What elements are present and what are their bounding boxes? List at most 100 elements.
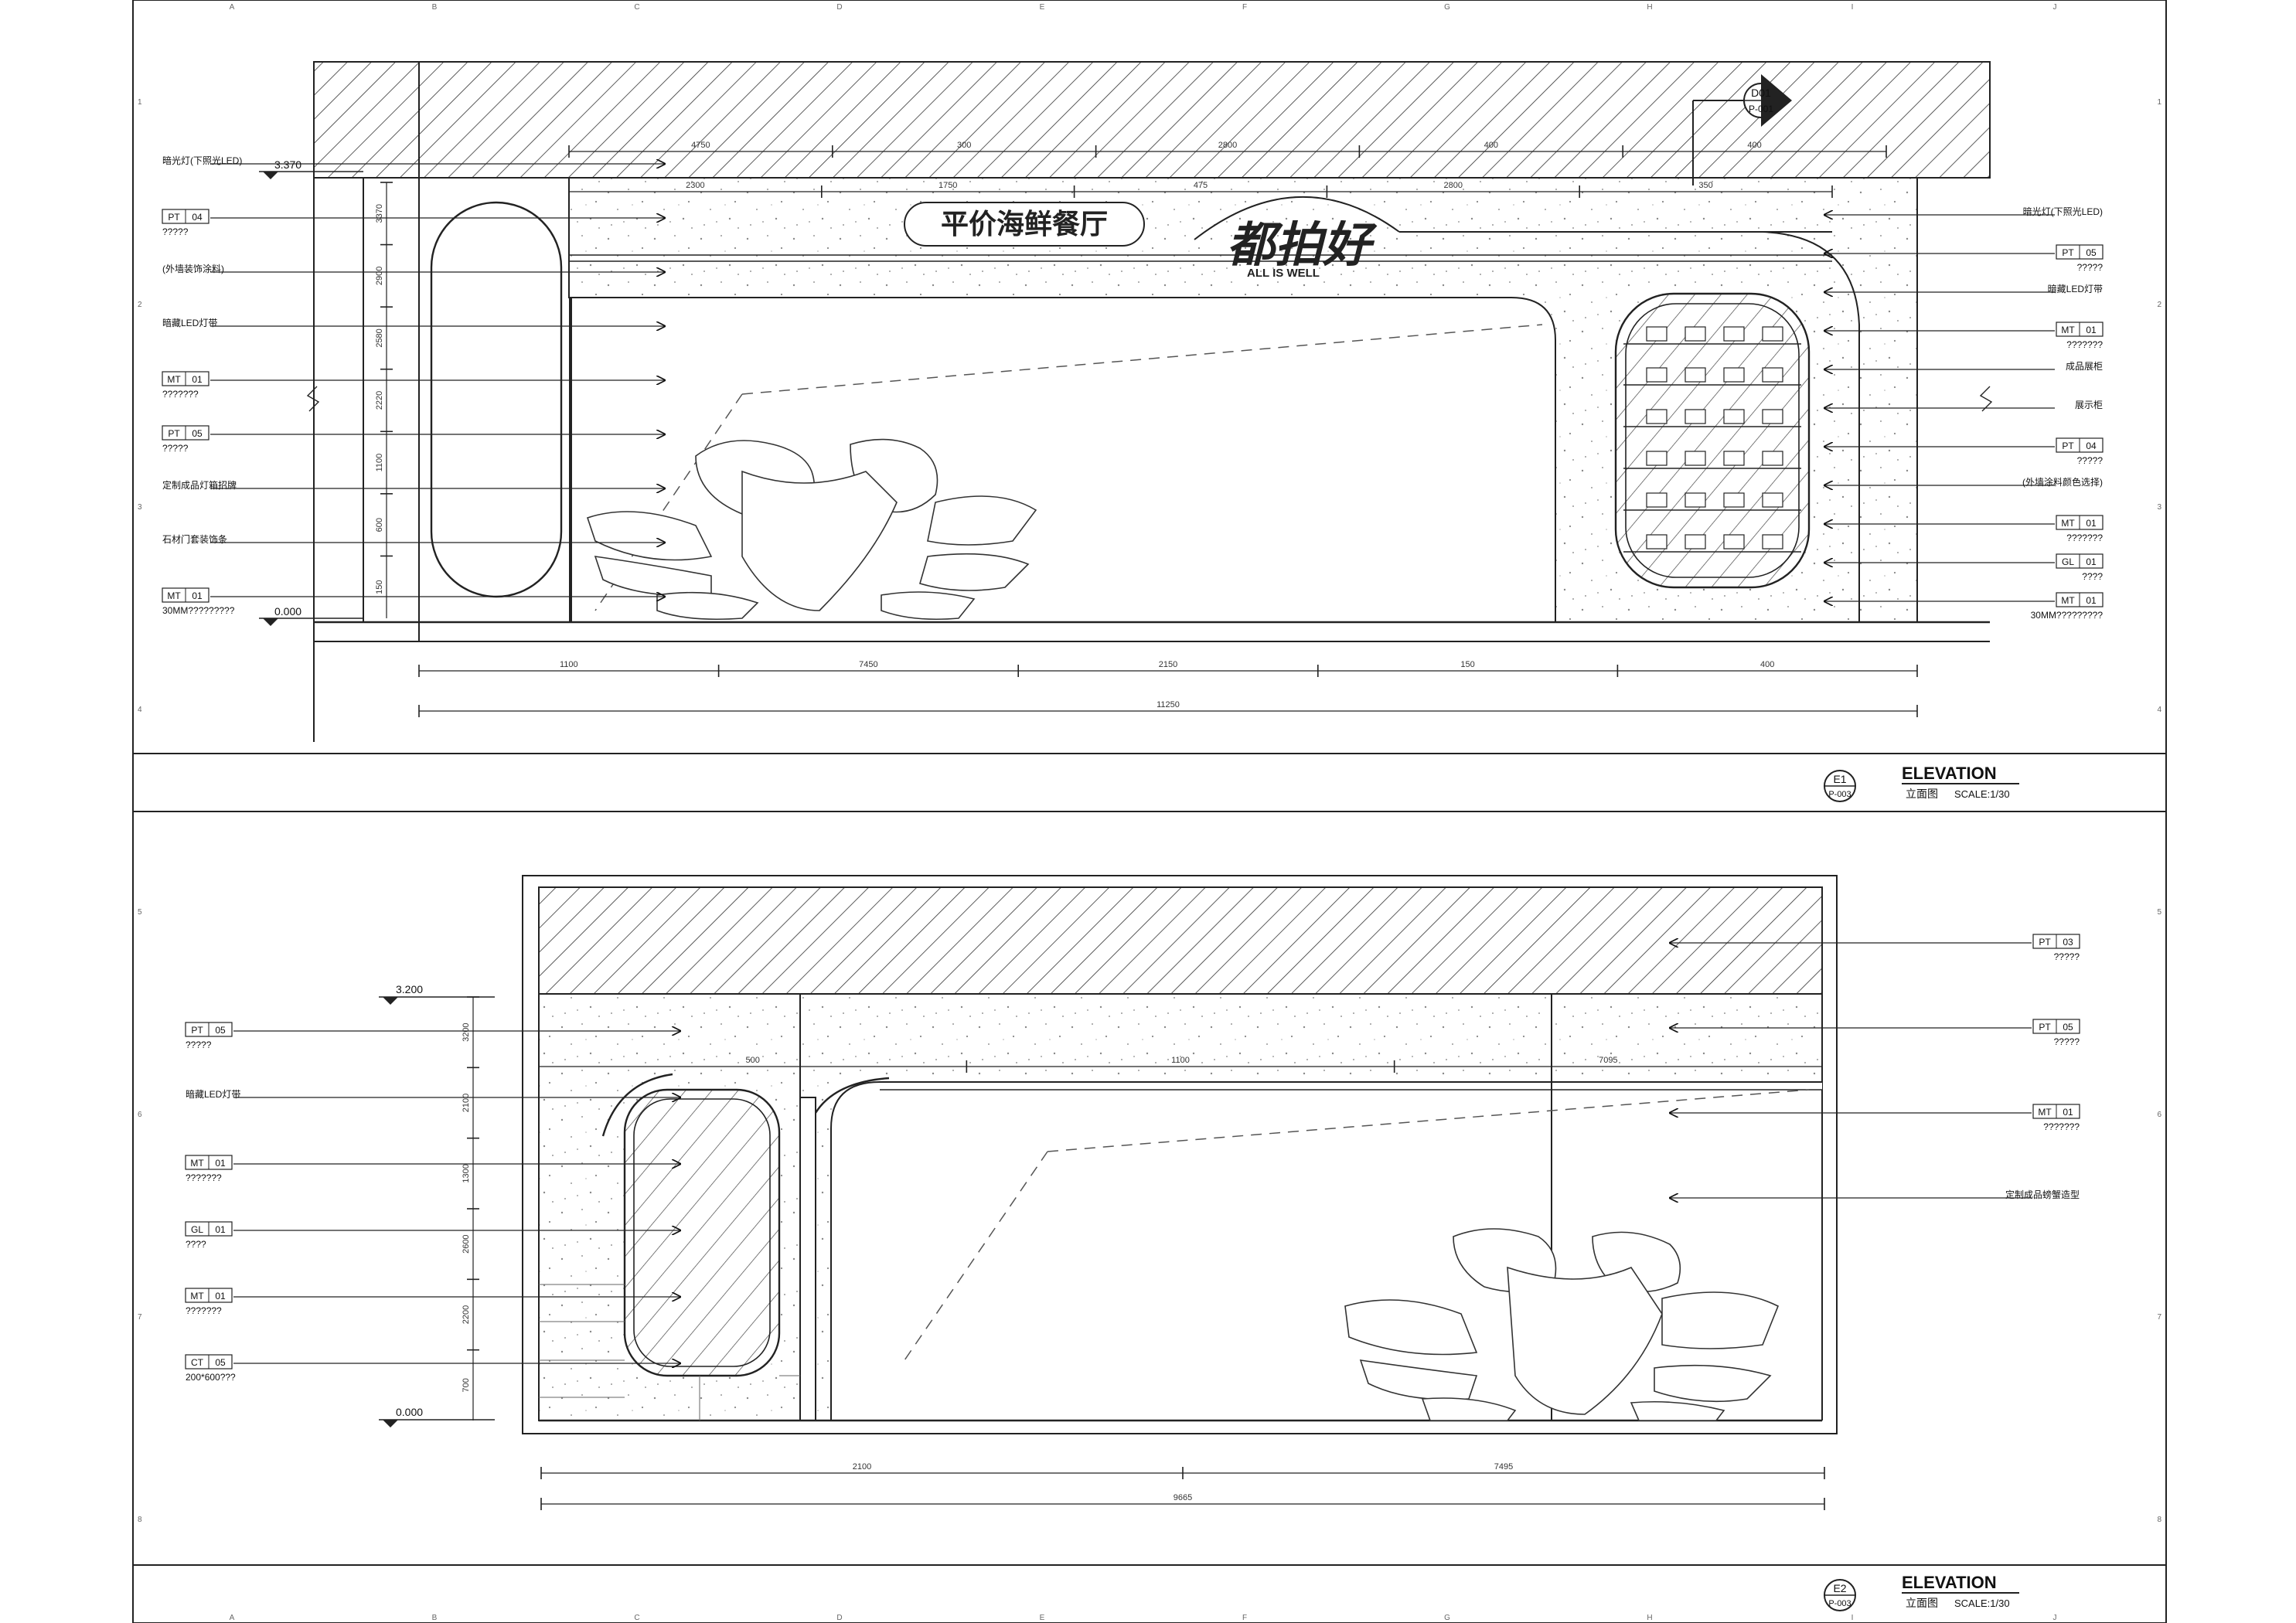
- grid-col-label: G: [1444, 3, 1450, 12]
- shelf-item: [1646, 534, 1667, 550]
- dimension-label: 2220: [375, 391, 384, 410]
- material-callout: 定制成品灯箱招牌: [162, 479, 665, 491]
- dimension-label: 1750: [938, 181, 957, 190]
- shelf-item: [1646, 492, 1667, 508]
- callout-note: ????: [186, 1239, 206, 1250]
- callout-note: 暗藏LED灯带: [186, 1088, 240, 1100]
- dimension-label: 2100: [853, 1462, 871, 1472]
- dimension-chain: 2100 7495: [540, 1462, 1825, 1479]
- callout-code: 01: [2086, 518, 2097, 529]
- callout-code: GL: [2062, 556, 2074, 567]
- callout-note: ???????: [2043, 1121, 2080, 1132]
- crab-sculpture-2: [1344, 1228, 1780, 1421]
- callout-code: 01: [2063, 1107, 2073, 1118]
- sheet-frame: [132, 0, 2167, 1623]
- callout-note: ?????: [2054, 951, 2080, 962]
- shelf-item: [1762, 451, 1783, 466]
- callout-code: MT: [167, 590, 181, 601]
- svg-text:3.200: 3.200: [396, 983, 423, 995]
- dimension-label: 2800: [1444, 181, 1463, 190]
- callout-code: PT: [2039, 937, 2051, 948]
- shelf-item: [1646, 409, 1667, 424]
- callout-note: 石材门套装饰条: [162, 533, 227, 545]
- shelf-item: [1646, 367, 1667, 383]
- restaurant-sign-text: 平价海鲜餐厅: [941, 208, 1108, 240]
- callout-note: (外墙装饰涂料): [162, 263, 224, 274]
- shelf-item: [1685, 492, 1706, 508]
- callout-note: ?????: [186, 1039, 212, 1050]
- grid-row-label: 8: [138, 1516, 142, 1524]
- callout-note: ???????: [186, 1305, 222, 1316]
- shelf-item: [1723, 367, 1745, 383]
- material-callout: 石材门套装饰条: [162, 533, 665, 545]
- grid-row-label: 6: [2157, 1111, 2161, 1119]
- grid-col-label: F: [1242, 3, 1247, 12]
- level-mark-bottom: 0.000: [259, 605, 363, 626]
- shelf-item: [1762, 409, 1783, 424]
- svg-text:P-003: P-003: [1828, 790, 1851, 799]
- e1-title: ELEVATION: [1902, 764, 1997, 783]
- dimension-label: 2300: [686, 181, 704, 190]
- dimension-chain: 9665: [540, 1493, 1825, 1510]
- callout-code: 01: [215, 1158, 226, 1169]
- callout-code: 05: [192, 428, 203, 439]
- dimension-label: 700: [462, 1378, 471, 1392]
- shelf-item: [1685, 409, 1706, 424]
- grid-row-label: 6: [138, 1111, 142, 1119]
- shelf-item: [1723, 534, 1745, 550]
- callout-note: ?????: [162, 443, 189, 454]
- grid-row-label: 7: [2157, 1313, 2161, 1322]
- dimension-label: 3370: [375, 204, 384, 223]
- grid-col-label: B: [432, 3, 438, 12]
- callout-code: 01: [2086, 595, 2097, 606]
- restaurant-sign-board: [904, 202, 1145, 247]
- callout-note: ???????: [186, 1172, 222, 1183]
- callout-note: 暗光灯(下照光LED): [162, 155, 242, 166]
- callout-code: MT: [2061, 595, 2075, 606]
- svg-text:D01: D01: [1751, 87, 1771, 99]
- callout-note: ???????: [162, 389, 199, 400]
- grid-col-label: F: [1242, 1614, 1247, 1622]
- grid-col-label: I: [1851, 1614, 1854, 1622]
- dimension-label: 7450: [859, 660, 877, 669]
- shelf-item: [1723, 326, 1745, 342]
- callout-code: GL: [191, 1224, 203, 1235]
- ceiling-slab-hatch-2: [538, 886, 1823, 995]
- dimension-label: 2150: [1159, 660, 1177, 669]
- dimension-label: 400: [1747, 141, 1761, 150]
- callout-note: 暗光灯(下照光LED): [2023, 206, 2103, 217]
- callout-code: MT: [190, 1158, 204, 1169]
- material-callout: 成品展柜: [1824, 361, 2103, 372]
- dimension-label: 2800: [1218, 141, 1237, 150]
- callout-code: 01: [192, 374, 203, 385]
- shelf-item: [1723, 492, 1745, 508]
- e2-level-top: 3.200: [379, 983, 495, 1005]
- dimension-label: 3200: [462, 1022, 471, 1041]
- callout-note: 成品展柜: [2066, 361, 2103, 372]
- callout-note: 定制成品灯箱招牌: [162, 479, 237, 491]
- dimension-label: 475: [1194, 181, 1208, 190]
- material-callout: 定制成品螃蟹造型: [1670, 1189, 2080, 1200]
- dimension-chain: 11250: [418, 700, 1918, 717]
- callout-note: ?????: [162, 226, 189, 237]
- dimension-label: 300: [957, 141, 971, 150]
- dimension-label: 7495: [1494, 1462, 1513, 1472]
- e1-scale: SCALE:1/30: [1954, 788, 2010, 800]
- callout-note: ?????: [2077, 262, 2104, 273]
- shelf-item: [1762, 326, 1783, 342]
- grid-row-label: 5: [2157, 908, 2161, 917]
- grid-row-label: 1: [138, 98, 142, 107]
